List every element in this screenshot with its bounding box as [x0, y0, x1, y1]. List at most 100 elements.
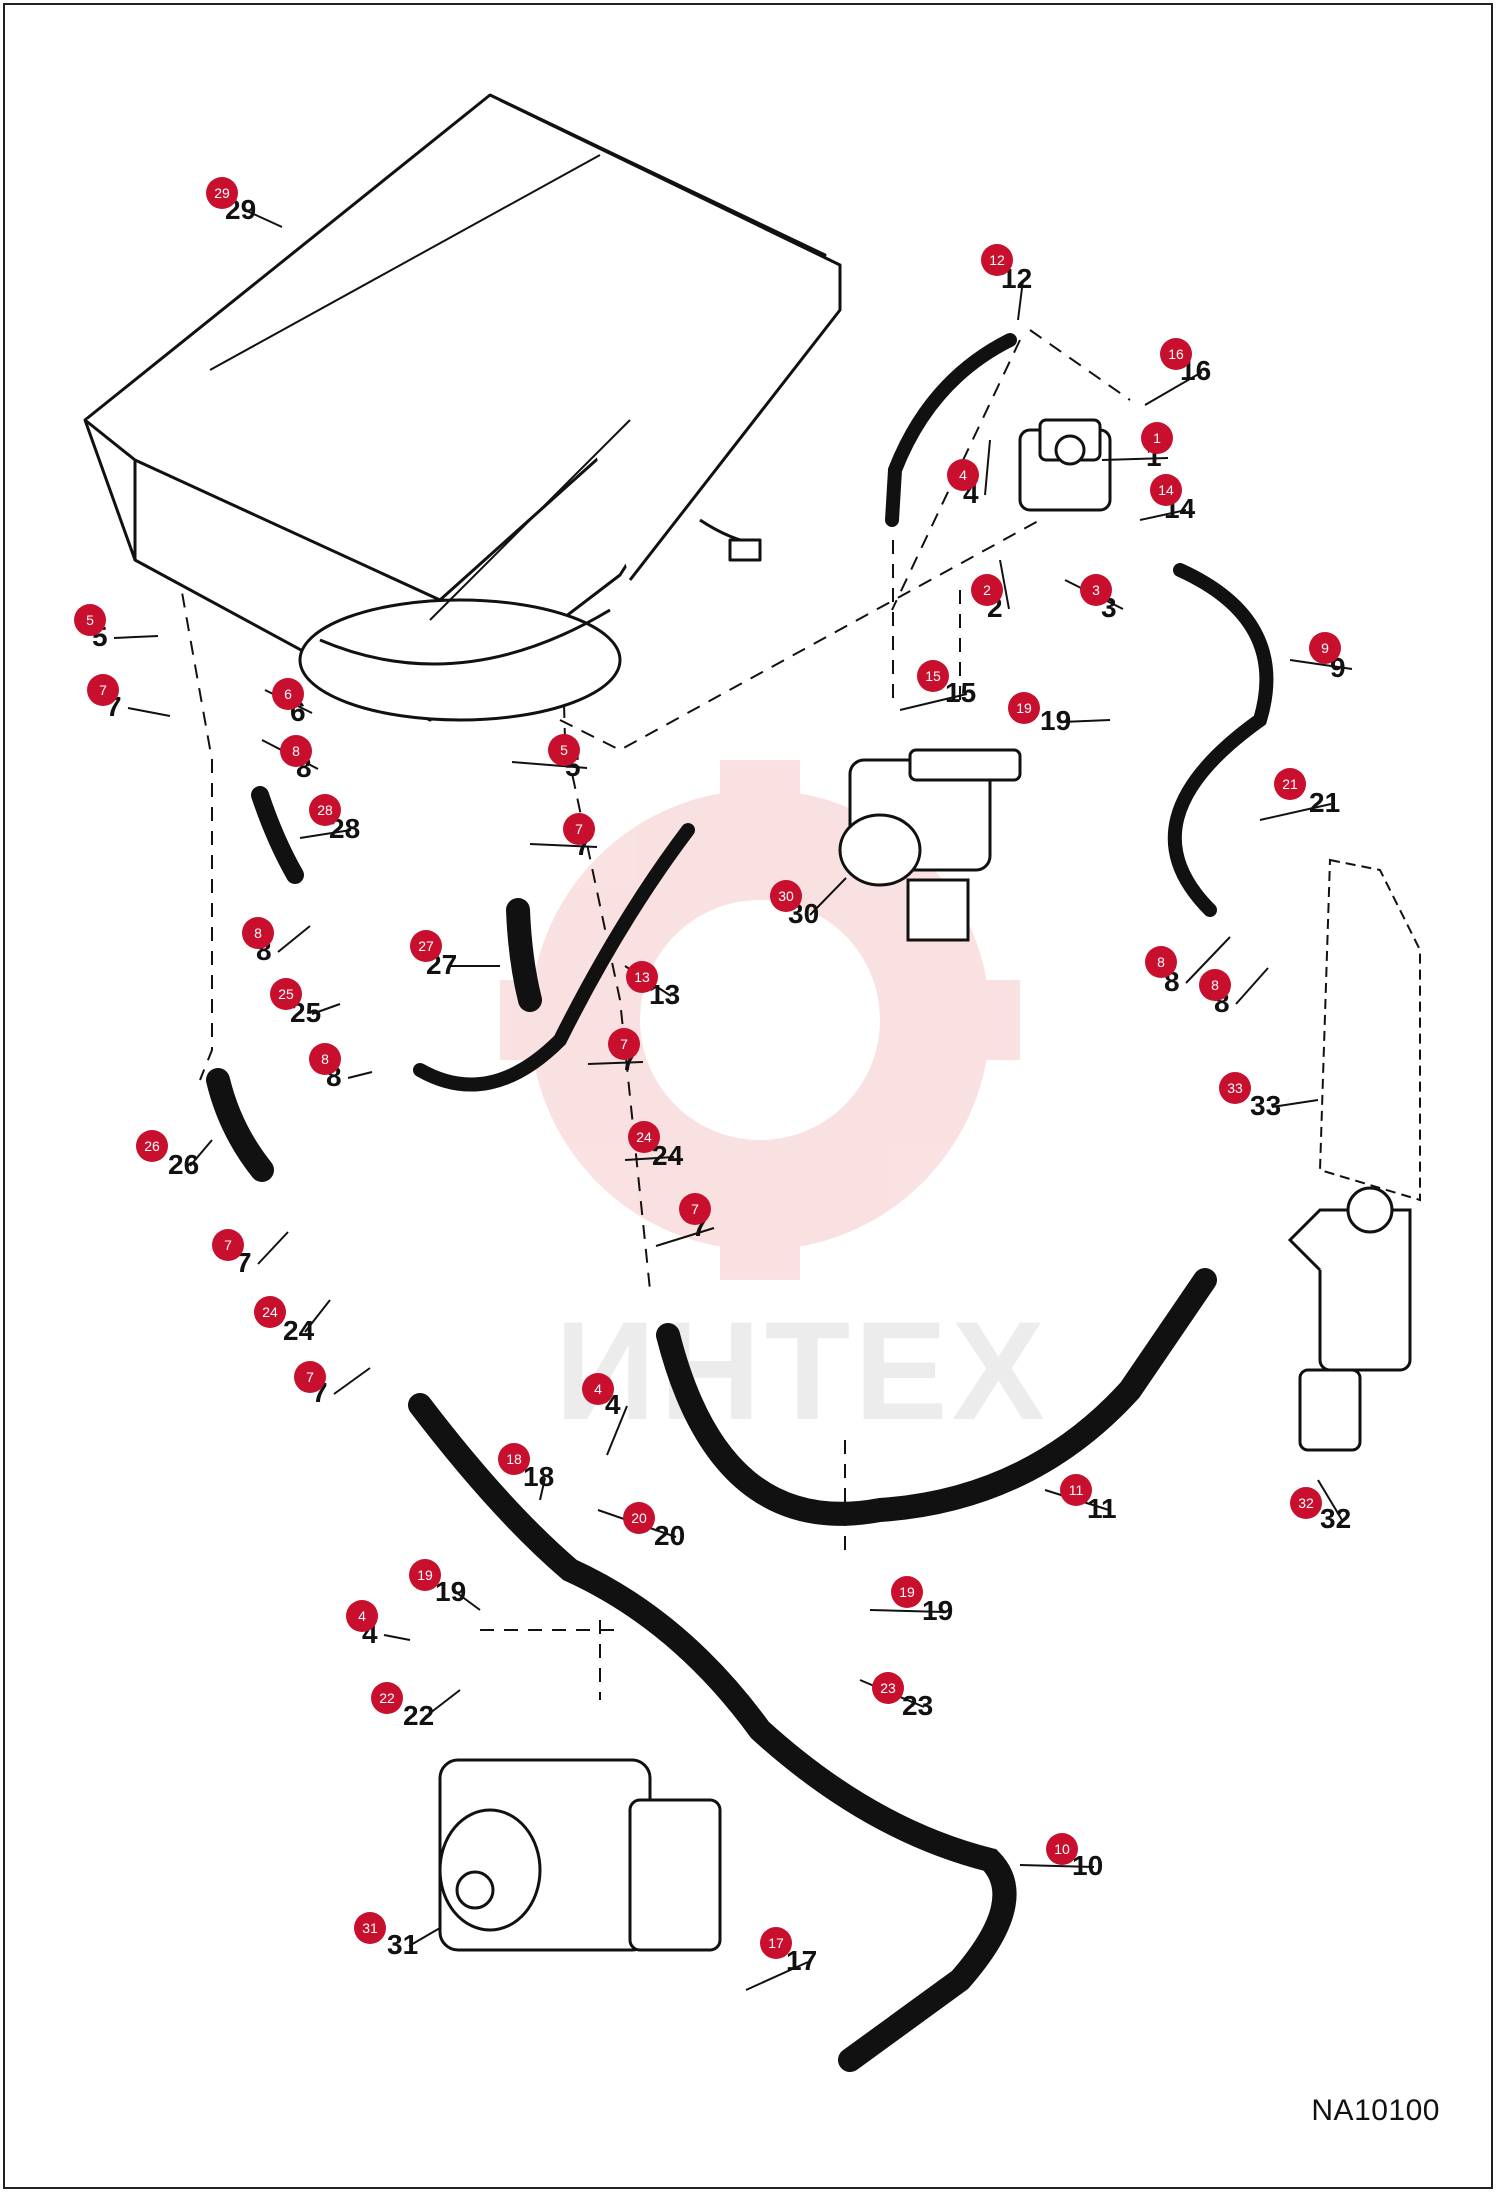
filter-drawing [1287, 1186, 1412, 1452]
callout-badge-circle [280, 735, 312, 767]
callout-badge-circle [891, 1576, 923, 1608]
callout-badge: 4 [582, 1373, 614, 1405]
callout-badge: 30 [770, 880, 802, 912]
callout-badge: 5 [74, 604, 106, 636]
hose-12 [885, 333, 1017, 527]
callout-badge: 16 [1160, 338, 1192, 370]
callout-badge-number: 8 [1211, 977, 1219, 993]
callout-badge-number: 6 [284, 686, 292, 702]
callout-badge: 11 [1060, 1474, 1092, 1506]
callout-badge-number: 8 [254, 925, 262, 941]
callout-badge-circle [212, 1229, 244, 1261]
callout-badge-number: 5 [86, 612, 94, 628]
callout-badge: 18 [498, 1443, 530, 1475]
callout-badge-circle [309, 794, 341, 826]
callout-badge-number: 7 [306, 1369, 314, 1385]
callout-badge-number: 24 [636, 1129, 652, 1145]
callout-number: 26 [168, 1149, 199, 1180]
callout-badge-circle [136, 1130, 168, 1162]
callout-badge-number: 9 [1321, 640, 1329, 656]
callout-badge-circle [872, 1672, 904, 1704]
callout-number: 33 [1250, 1090, 1281, 1121]
callout-leader [1271, 1099, 1319, 1108]
callout-badge: 25 [270, 978, 302, 1010]
shield-drawing [1318, 858, 1421, 1202]
callout-badge-circle [1219, 1072, 1251, 1104]
callout-badge-circle [74, 604, 106, 636]
callout-badge-circle [1274, 768, 1306, 800]
callout-badge-circle [87, 674, 119, 706]
callout-badge-circle [626, 961, 658, 993]
charge-pump-drawing [1018, 418, 1112, 512]
hose-11 [656, 1268, 1217, 1526]
callout-badge-number: 14 [1158, 482, 1174, 498]
callout-badge-number: 19 [1016, 700, 1032, 716]
callout-number: 32 [1320, 1503, 1351, 1534]
callout-badge-number: 18 [506, 1451, 522, 1467]
callout-badge-number: 1 [1153, 430, 1161, 446]
callout-badge-circle [1008, 692, 1040, 724]
callout-badge-number: 11 [1069, 1482, 1084, 1498]
callout-leader [333, 1367, 371, 1395]
callout-badge-number: 8 [1157, 954, 1165, 970]
callout-badge: 8 [242, 917, 274, 949]
callout-badge: 7 [87, 674, 119, 706]
callout-leader [624, 1156, 675, 1161]
callout-badge-number: 15 [925, 668, 941, 684]
callout-badge: 26 [136, 1130, 168, 1162]
hose-28 [251, 786, 304, 884]
hose-27 [506, 898, 542, 1012]
callout-number: 19 [1040, 705, 1071, 736]
callout-badge: 24 [254, 1296, 286, 1328]
callout-leader [1017, 279, 1024, 321]
callout-leader [999, 559, 1010, 610]
callout-badge-number: 21 [1282, 776, 1298, 792]
leader-lines [113, 210, 1353, 1991]
callout-badge: 32 [1290, 1487, 1322, 1519]
callout-leader [1144, 371, 1203, 406]
callout-badge-number: 4 [959, 467, 967, 483]
callout-badge-circle [498, 1443, 530, 1475]
callout-badge: 29 [206, 177, 238, 209]
callout-badge-circle [623, 1502, 655, 1534]
callout-badge-number: 10 [1054, 1841, 1070, 1857]
callout-badge: 19 [1008, 692, 1040, 724]
callout-number: 21 [1309, 787, 1340, 818]
callout-badge-number: 12 [989, 252, 1005, 268]
callout-badge: 7 [212, 1229, 244, 1261]
callout-badge-circle [1141, 422, 1173, 454]
callout-badge-number: 2 [983, 582, 991, 598]
callout-badge-circle [679, 1193, 711, 1225]
callout-leader [1139, 509, 1187, 521]
callout-leader [299, 829, 352, 839]
callout-badge: 1 [1141, 422, 1173, 454]
callout-badge-number: 19 [899, 1584, 915, 1600]
callout-badge-circle [1150, 474, 1182, 506]
callout-leader [809, 877, 847, 916]
callout-leader [113, 635, 159, 639]
callout-badge: 7 [563, 813, 595, 845]
callout-leader [189, 1139, 213, 1167]
callout-badge: 4 [346, 1600, 378, 1632]
callout-badge: 8 [1199, 969, 1231, 1001]
callout-badge: 14 [1150, 474, 1182, 506]
callout-badge-number: 25 [278, 986, 294, 1002]
callout-badge-number: 20 [631, 1510, 647, 1526]
callout-leader [1101, 457, 1169, 461]
callout-badge: 7 [679, 1193, 711, 1225]
callout-leader [655, 1227, 715, 1247]
callout-badge-number: 8 [321, 1051, 329, 1067]
callout-badge-number: 4 [594, 1381, 602, 1397]
callout-badge-circle [206, 177, 238, 209]
callout-badge-circle [947, 459, 979, 491]
callout-badge-number: 5 [560, 742, 568, 758]
callout-badge: 9 [1309, 632, 1341, 664]
hose-9 [1167, 563, 1274, 917]
callout-badge-circle [548, 734, 580, 766]
callout-number: 10 [1072, 1850, 1103, 1881]
callout-badge-number: 13 [634, 969, 650, 985]
callout-badge: 10 [1046, 1833, 1078, 1865]
callout-badge-circle [1309, 632, 1341, 664]
callout-badge: 8 [309, 1043, 341, 1075]
callout-badge-circle [1080, 574, 1112, 606]
